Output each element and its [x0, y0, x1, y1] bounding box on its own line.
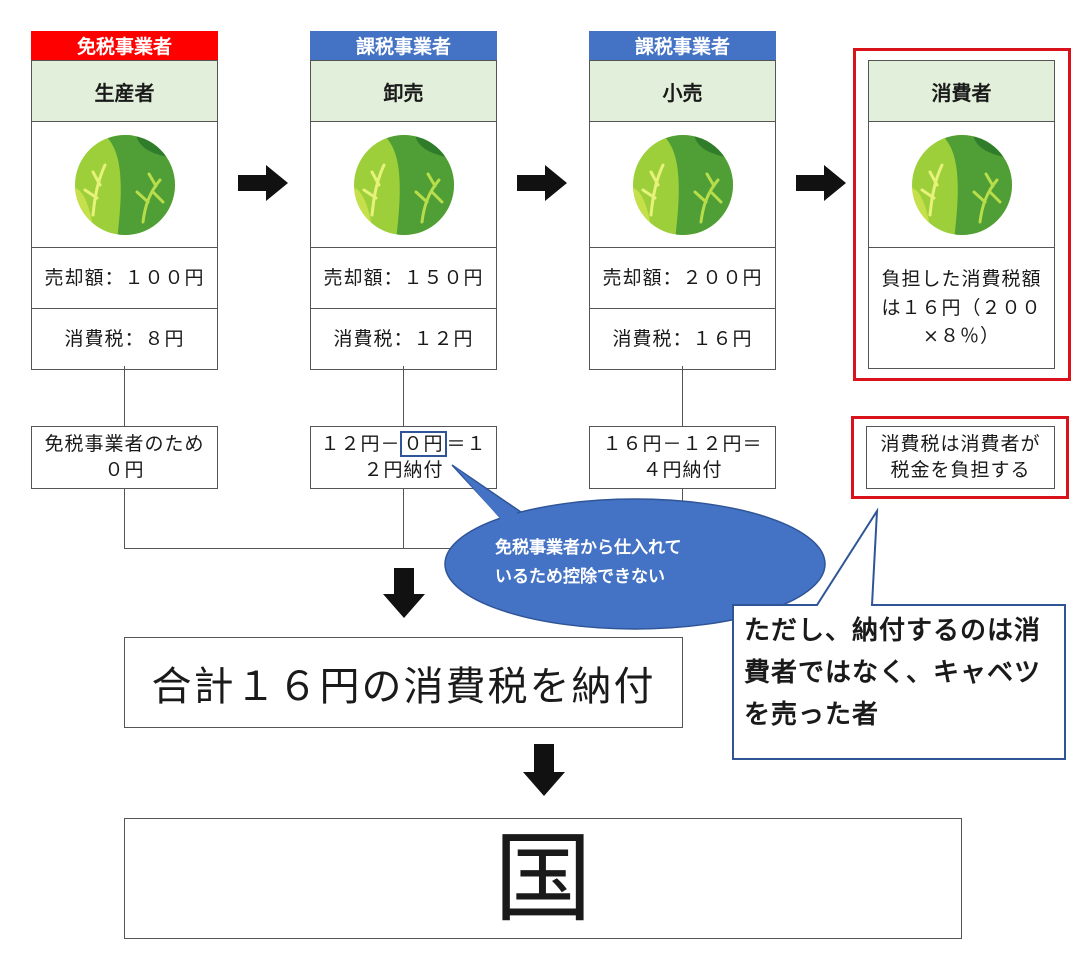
- total-payment-box: 合計１６円の消費税を納付: [124, 637, 683, 728]
- arrow-right-icon: [238, 165, 288, 201]
- arrow-down-icon: [523, 744, 565, 796]
- note-text: １２円－０円＝１ ２円納付: [320, 430, 487, 483]
- tax-amount: 消費税：１２円: [311, 308, 496, 369]
- cabbage-icon: [590, 122, 775, 248]
- country-box: 国: [124, 818, 962, 939]
- note-text: 免税事業者のため ０円: [44, 432, 205, 481]
- stage-name: 小売: [590, 61, 775, 122]
- note-text-after: ＝１ ２円納付: [363, 432, 487, 481]
- consumer-note-frame: [851, 416, 1069, 499]
- stage-1-tag: 免税事業者: [31, 31, 218, 60]
- connector-line: [403, 366, 404, 426]
- stage-card-retail: 小売 売却額：２００円 消費税：１６円: [589, 60, 776, 370]
- stage-1-note: 免税事業者のため ０円: [31, 426, 218, 489]
- stage-name: 生産者: [32, 61, 217, 122]
- note-text: １６円－１２円＝ ４円納付: [602, 432, 763, 481]
- arrow-down-icon: [383, 568, 425, 618]
- stage-2-note: １２円－０円＝１ ２円納付: [310, 426, 497, 489]
- stage-3-note: １６円－１２円＝ ４円納付: [589, 426, 776, 489]
- note-text-before: １２円－: [320, 432, 401, 455]
- connector-line: [124, 366, 125, 426]
- stage-4-note: 消費税は消費者が 税金を負担する: [866, 426, 1055, 489]
- stage-card-consumer: 消費者 負担した消費税額は１６円（２００×８％）: [868, 60, 1055, 369]
- stage-card-wholesale: 卸売 売却額：１５０円 消費税：１２円: [310, 60, 497, 370]
- rect-callout-text: ただし、納付するのは消費者ではなく、キャベツを売った者: [744, 616, 1042, 730]
- oval-callout-text: 免税事業者から仕入れて いるため控除できない: [495, 538, 682, 587]
- tax-burden: 負担した消費税額は１６円（２００×８％）: [881, 268, 1042, 348]
- arrow-right-icon: [796, 165, 846, 201]
- country-text: 国: [493, 821, 592, 936]
- stage-2-tag: 課税事業者: [310, 31, 497, 60]
- sale-amount: 売却額：１５０円: [323, 266, 484, 289]
- sale-amount: 売却額：１００円: [44, 266, 205, 289]
- stage-name: 消費者: [869, 61, 1054, 122]
- highlighted-zero-yen: ０円: [400, 430, 447, 457]
- stage-name: 卸売: [311, 61, 496, 122]
- total-payment-text: 合計１６円の消費税を納付: [151, 663, 656, 710]
- rect-callout-shape: [732, 507, 1066, 760]
- stage-card-producer: 生産者 売却額：１００円 消費税：８円: [31, 60, 218, 370]
- note-text: 消費税は消費者が 税金を負担する: [880, 432, 1041, 481]
- connector-line: [124, 548, 683, 549]
- tax-amount: 消費税：８円: [32, 308, 217, 369]
- connector-line: [124, 488, 125, 548]
- tax-amount: 消費税：１６円: [590, 308, 775, 369]
- cabbage-icon: [311, 122, 496, 248]
- sale-amount: 売却額：２００円: [602, 266, 763, 289]
- cabbage-icon: [869, 122, 1054, 248]
- connector-line: [682, 366, 683, 426]
- cabbage-icon: [32, 122, 217, 248]
- oval-callout-shape: [444, 464, 826, 630]
- consumer-highlight-frame: [853, 48, 1071, 381]
- stage-3-tag: 課税事業者: [589, 31, 776, 60]
- connector-line: [403, 488, 404, 548]
- arrow-right-icon: [517, 165, 567, 201]
